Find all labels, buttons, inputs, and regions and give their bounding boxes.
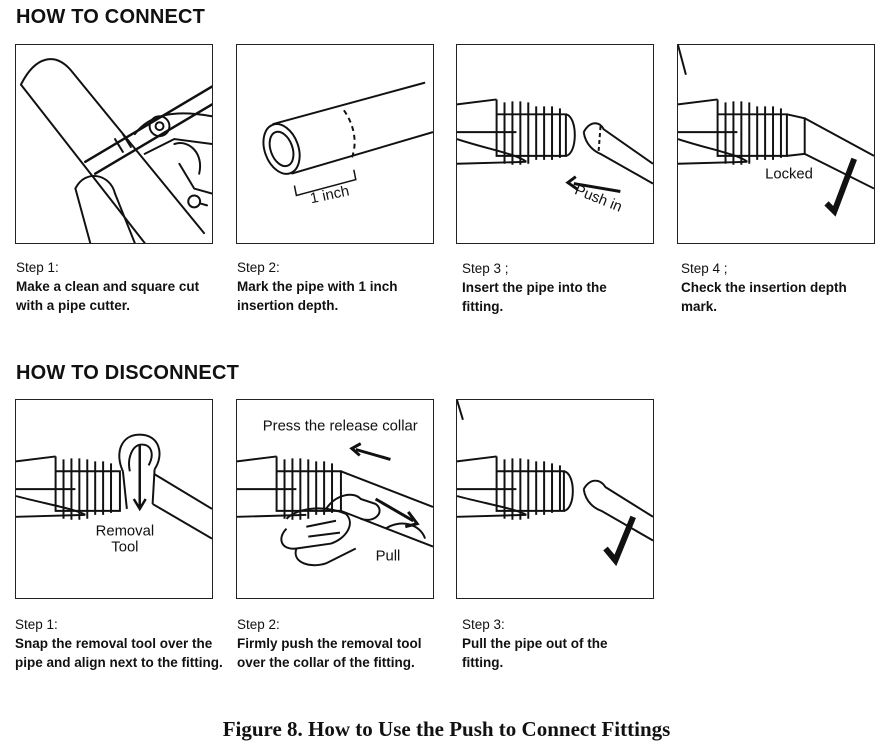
disconnect-step2-illustration: Press the release collar Pull bbox=[236, 399, 434, 599]
disconnect-step3-text: Step 3: Pull the pipe out of the fitting… bbox=[462, 617, 608, 670]
tool-label: Tool bbox=[111, 539, 138, 555]
disconnect-title: HOW TO DISCONNECT bbox=[16, 362, 240, 384]
connect-step4-text: Step 4 ; Check the insertion depth mark. bbox=[681, 261, 847, 314]
removal-label: Removal bbox=[96, 524, 155, 540]
pull-label: Pull bbox=[376, 548, 401, 564]
disconnect-step1-text: Step 1: Snap the removal tool over the p… bbox=[15, 617, 223, 670]
disconnect-step2-text: Step 2: Firmly push the removal tool ove… bbox=[237, 617, 422, 670]
connect-step1-text: Step 1: Make a clean and square cut with… bbox=[16, 260, 200, 313]
connect-step3-text: Step 3 ; Insert the pipe into the fittin… bbox=[462, 261, 607, 314]
push-in-drawing: Push in bbox=[457, 98, 653, 216]
pulled-out-drawing bbox=[457, 400, 653, 567]
disconnect-step3-illustration bbox=[456, 399, 654, 599]
check-mark-icon bbox=[824, 157, 857, 217]
disconnect-step1-illustration: Removal Tool bbox=[15, 399, 213, 599]
connect-step2-illustration: 1 inch bbox=[236, 44, 434, 244]
pipe-cutter-drawing bbox=[19, 58, 212, 243]
one-inch-label: 1 inch bbox=[309, 183, 351, 207]
figure-caption: Figure 8. How to Use the Push to Connect… bbox=[222, 717, 671, 741]
press-collar-drawing: Press the release collar Pull bbox=[237, 419, 433, 567]
pipe-marking-drawing: 1 inch bbox=[262, 81, 433, 207]
press-collar-label: Press the release collar bbox=[263, 419, 418, 435]
check-mark-icon bbox=[603, 515, 636, 567]
connect-step3-illustration: Push in bbox=[456, 44, 654, 244]
connect-title: HOW TO CONNECT bbox=[16, 6, 206, 28]
removal-tool-drawing: Removal Tool bbox=[16, 433, 212, 555]
connect-step4-illustration: Locked bbox=[677, 44, 875, 244]
locked-drawing: Locked bbox=[678, 45, 874, 217]
locked-label: Locked bbox=[765, 167, 813, 183]
connect-step2-text: Step 2: Mark the pipe with 1 inch insert… bbox=[237, 260, 398, 313]
connect-step1-illustration bbox=[15, 44, 213, 244]
